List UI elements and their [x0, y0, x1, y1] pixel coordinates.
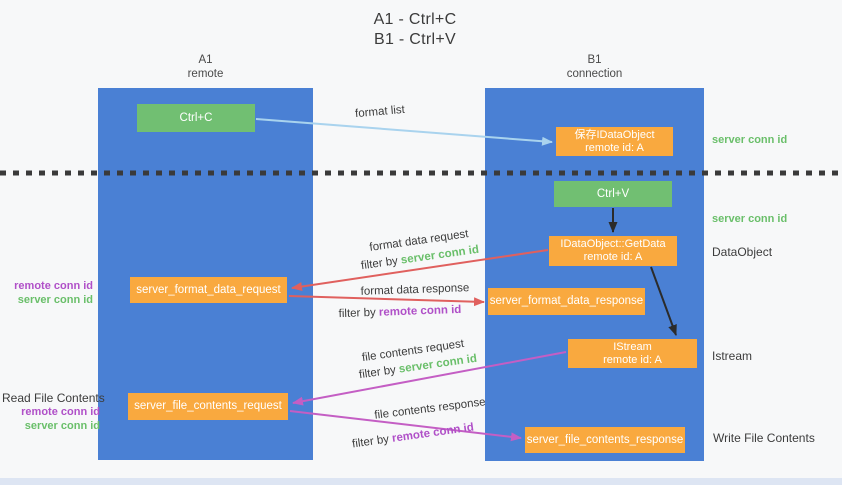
save-idataobject-line2: remote id: A	[585, 141, 644, 154]
server-format-data-response-label: server_format_data_response	[489, 295, 644, 307]
column-b1-subtitle: connection	[566, 68, 623, 80]
server-conn-id-label: server conn id	[17, 294, 93, 306]
format-list-arrow	[255, 118, 553, 146]
ctrl-v-node: Ctrl+V	[554, 181, 672, 207]
format-data-request-arrow	[291, 249, 549, 291]
right-server-conn-id-ctrlv-label: server conn id	[712, 213, 788, 225]
title-line-1: A1 - Ctrl+C	[373, 11, 457, 28]
server-format-data-request-node: server_format_data_request	[130, 277, 287, 303]
istream-side-label: Istream	[712, 349, 753, 363]
istream-line2: remote id: A	[603, 353, 662, 366]
write-file-contents-label: Write File Contents	[713, 431, 815, 445]
server-format-data-request-label: server_format_data_request	[136, 283, 281, 296]
column-b1-header: B1 connection	[485, 53, 704, 81]
server-format-data-response-node: server_format_data_response	[488, 288, 645, 315]
diagram-title: A1 - Ctrl+C B1 - Ctrl+V	[310, 10, 520, 50]
server-file-contents-response-node: server_file_contents_response	[525, 427, 685, 453]
ctrl-c-label: Ctrl+C	[179, 111, 213, 124]
idataobject-getdata-node: IDataObject::GetData remote id: A	[549, 236, 677, 266]
read-file-contents-label: Read File Contents	[2, 391, 105, 405]
save-idataobject-node: 保存IDataObject remote id: A	[556, 127, 673, 156]
ctrl-c-node: Ctrl+C	[137, 104, 255, 132]
format-data-response-arrow	[288, 295, 485, 307]
istream-node: IStream remote id: A	[568, 339, 697, 368]
column-a1-header: A1 remote	[98, 53, 313, 81]
right-server-conn-id-top-label: server conn id	[712, 134, 788, 146]
column-b1-name: B1	[587, 54, 602, 66]
remote-conn-id-label: remote conn id	[21, 406, 100, 418]
getdata-line2: remote id: A	[583, 251, 643, 263]
column-a1-name: A1	[198, 54, 213, 66]
file-contents-response-arrow	[289, 410, 522, 442]
server-file-contents-request-label: server_file_contents_request	[134, 400, 282, 412]
getdata-to-istream-arrow	[650, 266, 677, 336]
ctrl-v-label: Ctrl+V	[596, 187, 630, 200]
getdata-line1: IDataObject::GetData	[560, 238, 666, 250]
left-file-labels: Read File Contents remote conn id server…	[2, 391, 105, 433]
column-a1-subtitle: remote	[187, 68, 224, 80]
title-line-2: B1 - Ctrl+V	[374, 31, 456, 48]
save-idataobject-line1: 保存IDataObject	[574, 128, 655, 141]
server-conn-id-label: server conn id	[24, 420, 100, 432]
filter-by-text: filter by	[338, 306, 376, 321]
file-contents-request-arrow	[292, 351, 567, 406]
remote-conn-id-label: remote conn id	[14, 280, 93, 292]
bottom-edge-strip	[0, 478, 842, 485]
server-file-contents-response-label: server_file_contents_response	[526, 433, 684, 446]
server-file-contents-request-node: server_file_contents_request	[128, 393, 288, 420]
dataobject-label: DataObject	[712, 245, 773, 259]
left-format-conn-id-labels: remote conn id server conn id	[6, 279, 93, 307]
istream-line1: IStream	[613, 340, 652, 353]
